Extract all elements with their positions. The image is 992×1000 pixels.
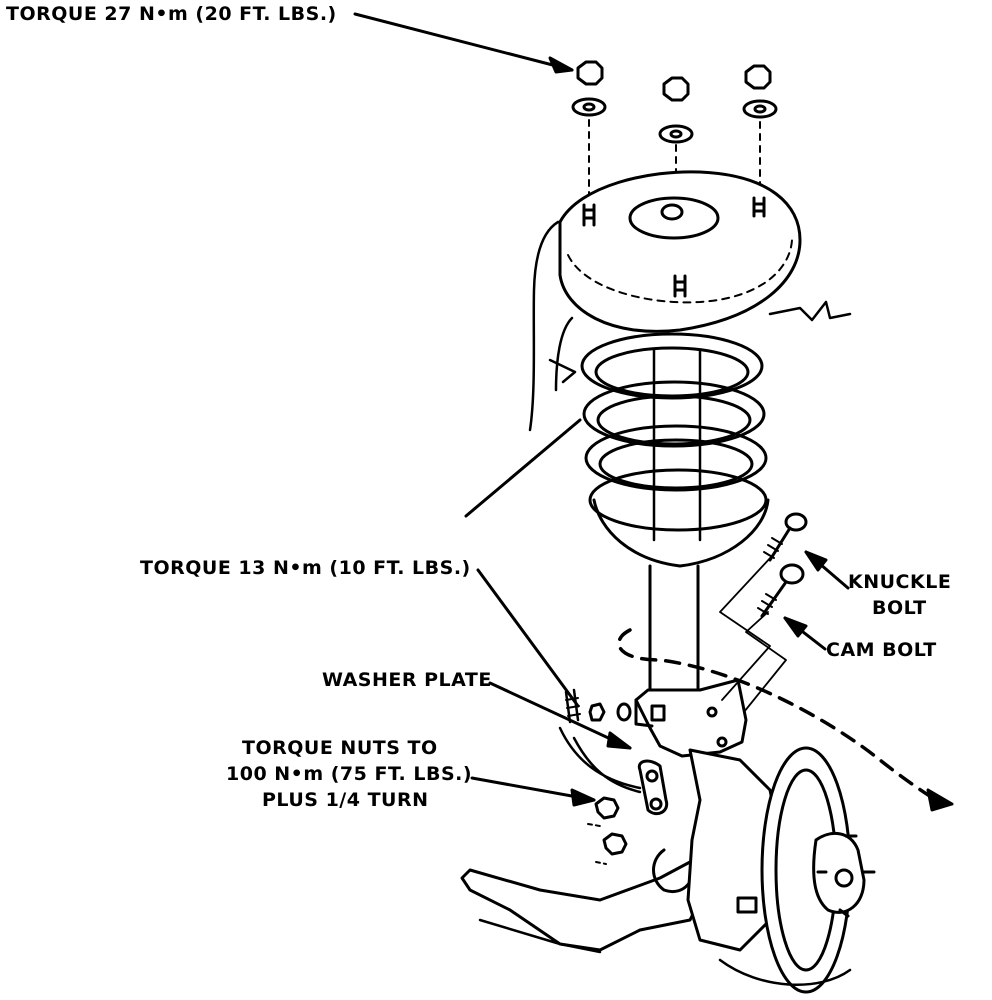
label-knuckle-bolt-line2: BOLT: [872, 597, 927, 619]
pinch-nut: [588, 702, 606, 722]
washer-right: [742, 99, 778, 119]
washer-plate-hole-1: [645, 769, 659, 783]
wheel-stud-3: [838, 908, 850, 918]
knuckle-hub: [686, 746, 876, 994]
arrow-knuckle-bolt: [804, 550, 828, 572]
bracket-left-ear: [634, 698, 654, 728]
control-arm-rib: [478, 918, 602, 954]
knuckle-bolt-head: [784, 512, 808, 532]
nut-left: [576, 60, 604, 86]
washer-plate-group: [558, 726, 669, 865]
lower-nut-dashes: [587, 823, 607, 865]
mount-center-nut: [660, 203, 684, 221]
shell-right-zigzag: [768, 300, 852, 322]
control-arm-outline: [460, 860, 702, 952]
spring-coil-4: [588, 468, 768, 532]
shell-left-edge: [528, 220, 560, 432]
bracket-hole-upper: [706, 706, 718, 718]
leader-torque-top: [353, 12, 574, 72]
pinch-bolt: [564, 688, 632, 724]
spring-seat: [592, 498, 770, 568]
leader-lines: [353, 12, 850, 807]
lower-control-arm: [460, 848, 702, 954]
washer-center-hole: [669, 129, 683, 139]
stud-bottom: [673, 274, 687, 298]
shell-inner-edge: [554, 316, 574, 392]
arrow-torque-nuts: [570, 788, 596, 807]
label-torque-mid: TORQUE 13 N•m (10 FT. LBS.): [140, 557, 471, 579]
leader-washer-plate: [488, 681, 632, 750]
lower-nut-1: [594, 796, 620, 820]
dashed-curve: [617, 628, 938, 802]
cam-bolt-head: [779, 563, 805, 585]
stud-left: [582, 203, 596, 227]
mount-dashed-ring: [567, 239, 793, 304]
stud-right: [752, 196, 766, 218]
knuckle-bolt: [768, 526, 792, 562]
nut-center: [662, 76, 690, 102]
lower-bracket-arm: [558, 726, 642, 794]
arrow-washer-plate: [606, 731, 632, 750]
spring-coil-3-inner: [598, 438, 754, 490]
washer-right-hole: [753, 104, 767, 114]
hub-lower-shadow: [718, 958, 852, 986]
lower-nut-2: [602, 832, 628, 856]
arrow-cam-bolt: [783, 616, 808, 638]
pinch-bolt-threads: [565, 697, 581, 717]
body-shell: [528, 220, 852, 432]
mount-plate: [558, 170, 802, 333]
label-torque-nuts-line3: PLUS 1/4 TURN: [262, 789, 429, 811]
label-torque-nuts-line2: 100 N•m (75 FT. LBS.): [226, 763, 473, 785]
dashed-curve-arrow: [926, 788, 954, 812]
hub-center: [834, 868, 854, 888]
spring-coil-1: [580, 332, 764, 400]
strut-bracket: [634, 678, 748, 758]
bracket-tab: [650, 704, 666, 722]
washer-plate-shape: [637, 759, 669, 816]
spring-coil-2-inner: [596, 394, 752, 446]
label-torque-top: TORQUE 27 N•m (20 FT. LBS.): [6, 3, 337, 25]
nut-right: [744, 64, 772, 90]
label-knuckle-bolt-line1: KNUCKLE: [848, 571, 952, 593]
washer-center: [658, 124, 694, 144]
motion-path: [617, 628, 954, 812]
washer-left-hole: [582, 102, 596, 112]
upper-mount: [558, 170, 802, 333]
leader-torque-mid: [476, 568, 580, 708]
arrow-torque-top: [548, 56, 574, 74]
washer-plate-hole-2: [649, 797, 663, 811]
coil-spring: [580, 332, 770, 568]
spring-coil-3: [584, 424, 768, 492]
bolt-alignment-lines: [719, 555, 787, 713]
bolts: [719, 512, 808, 713]
knuckle-bolt-threads: [763, 537, 783, 559]
bracket-hole-lower: [716, 736, 728, 748]
knuckle-slot: [736, 896, 758, 914]
strut-tube: [648, 564, 700, 692]
strut-rod-upper: [652, 348, 702, 542]
label-cam-bolt: CAM BOLT: [826, 639, 937, 661]
shell-notch: [548, 358, 577, 384]
strut-body: [634, 564, 748, 758]
label-washer-plate: WASHER PLATE: [322, 669, 492, 691]
spring-coil-2: [582, 380, 766, 448]
washer-left: [571, 97, 607, 117]
leader-spring: [464, 418, 582, 518]
pinch-washer: [616, 702, 632, 722]
label-torque-nuts-line1: TORQUE NUTS TO: [242, 737, 438, 759]
